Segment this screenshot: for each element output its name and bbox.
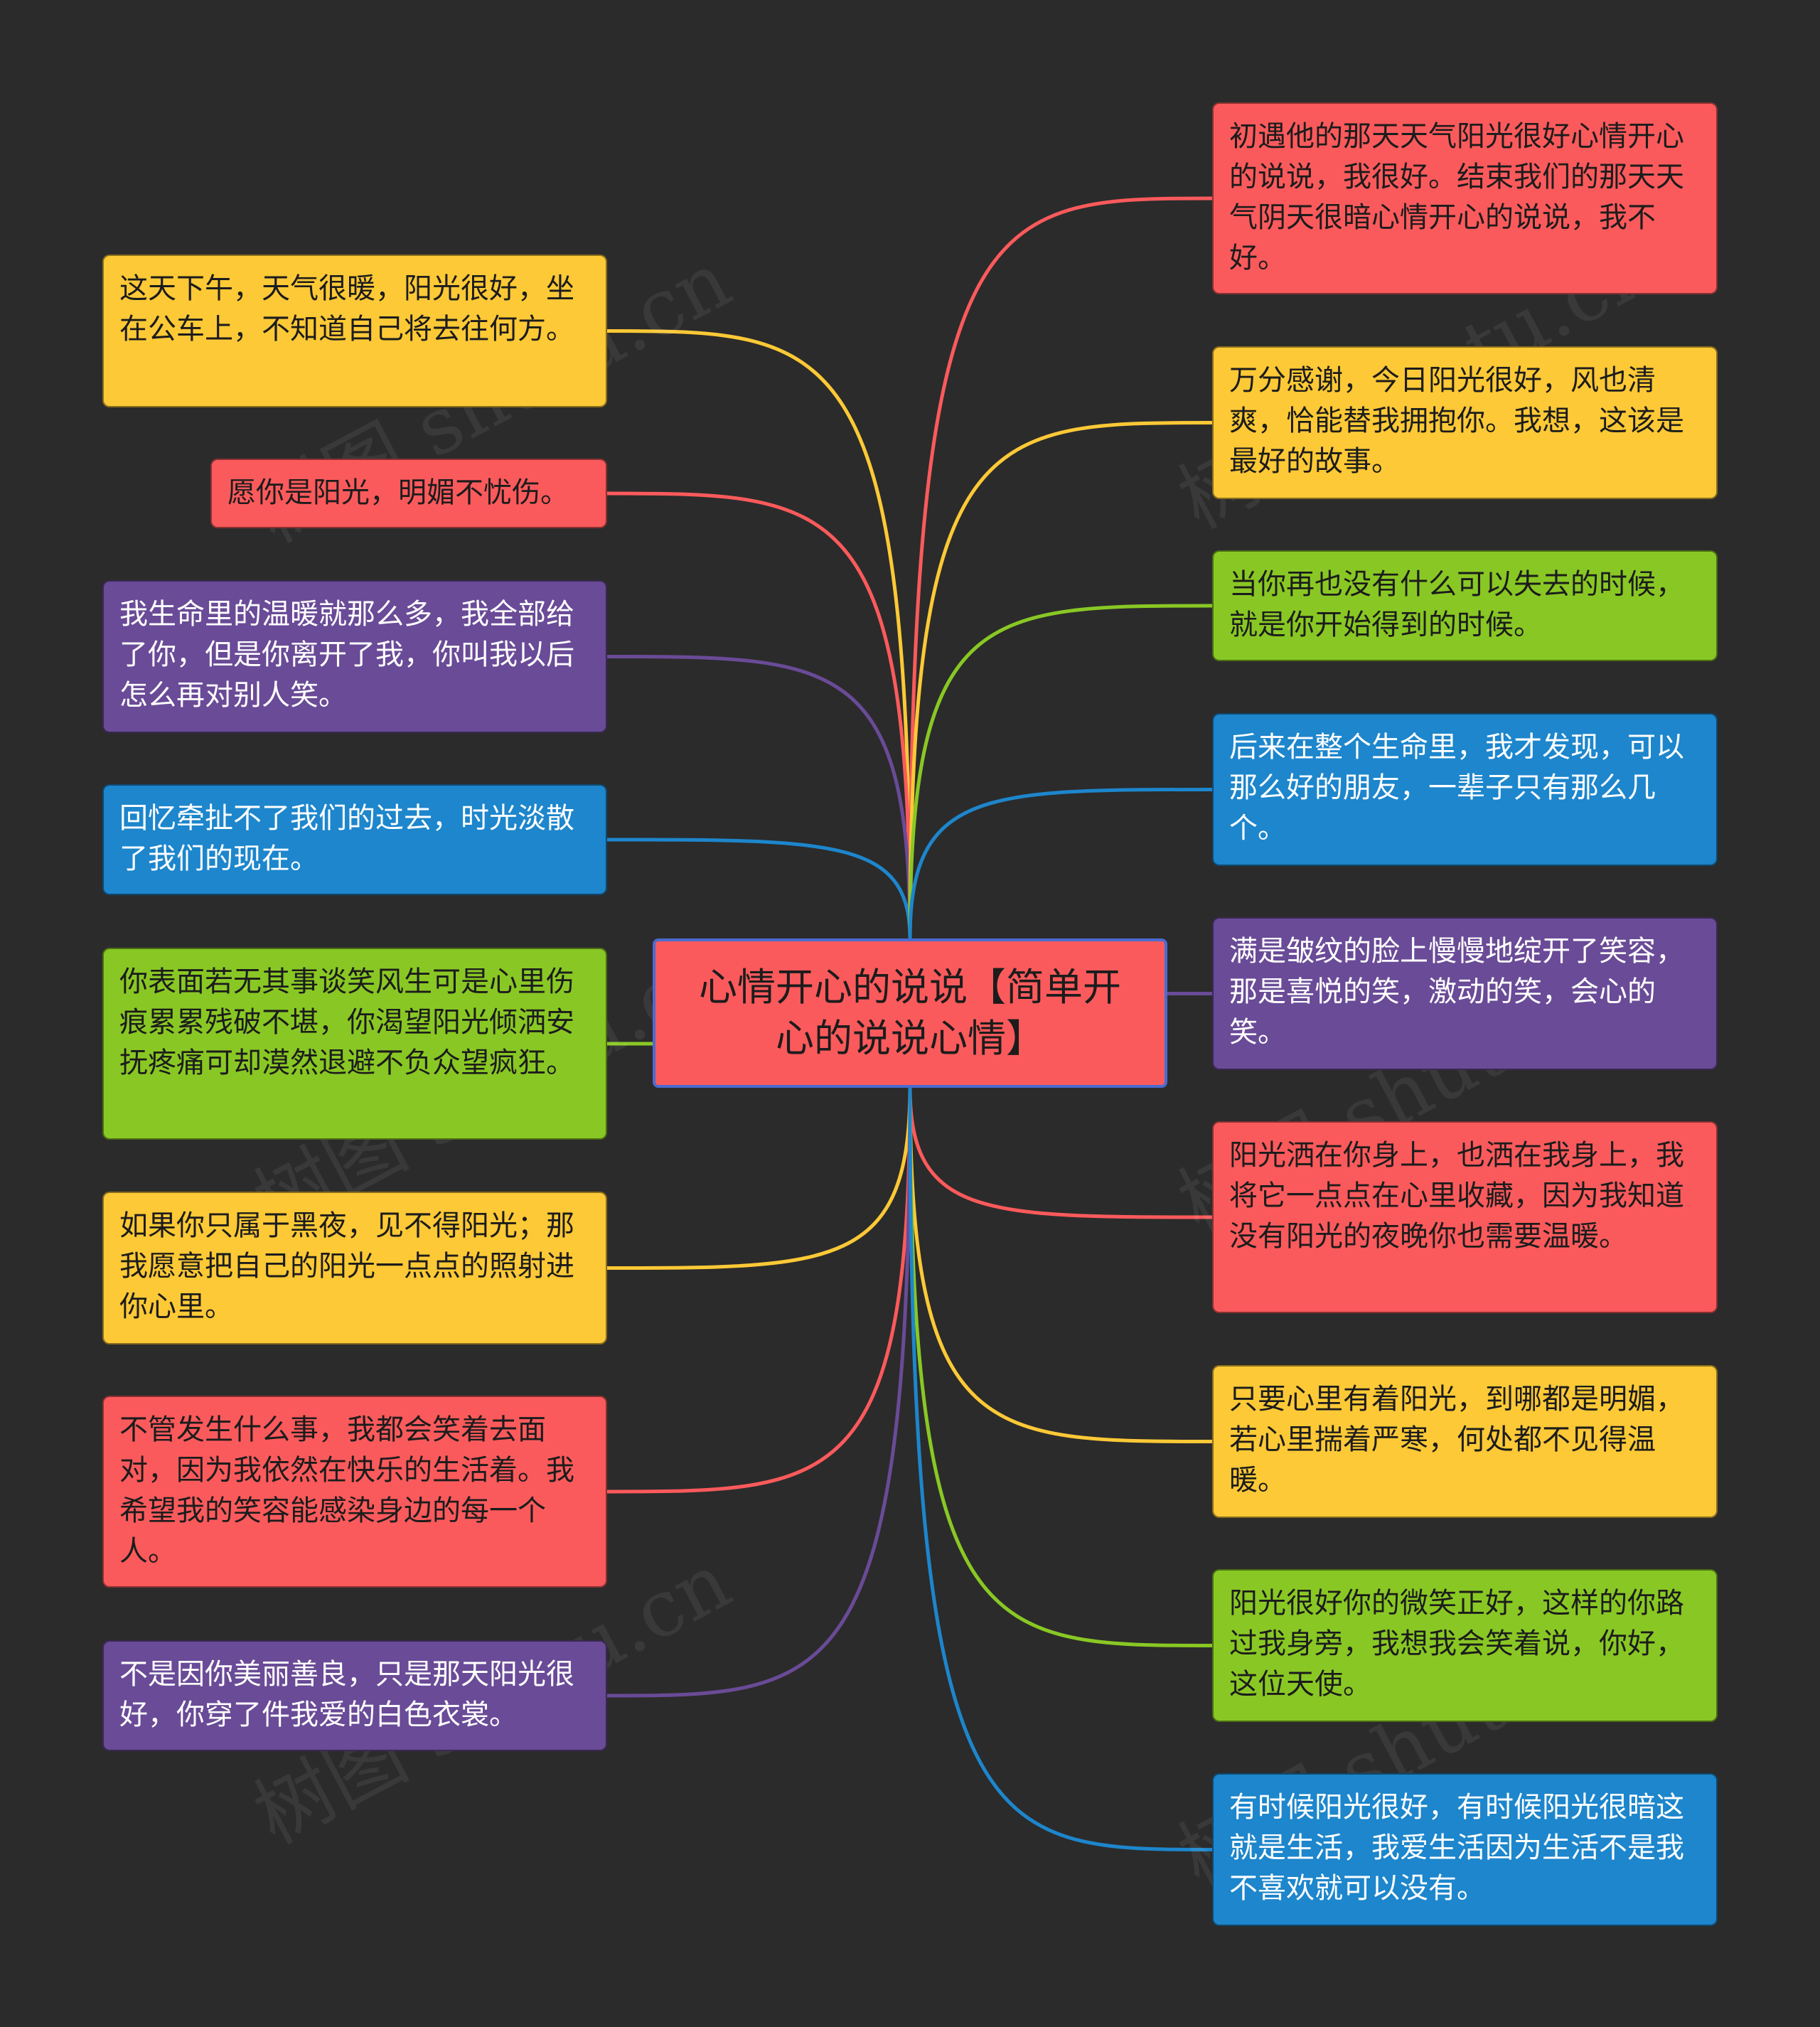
left-topic-node[interactable]: 你表面若无其事谈笑风生可是心里伤痕累累残破不堪，你渴望阳光倾洒安抚疼痛可却漠然退… [102, 948, 607, 1140]
left-topic-node[interactable]: 不管发生什么事，我都会笑着去面对，因为我依然在快乐的生活着。我希望我的笑容能感染… [102, 1396, 607, 1588]
right-topic-node[interactable]: 当你再也没有什么可以失去的时候，就是你开始得到的时候。 [1212, 550, 1718, 661]
connector-line [908, 196, 1213, 939]
connector-line [606, 1087, 912, 1494]
connector-line [908, 1087, 1213, 1443]
right-topic-node[interactable]: 阳光洒在你身上，也洒在我身上，我将它一点点在心里收藏，因为我知道没有阳光的夜晚你… [1212, 1121, 1718, 1313]
left-topic-node[interactable]: 这天下午，天气很暖，阳光很好，坐在公车上，不知道自己将去往何方。 [102, 255, 607, 407]
connector-line [908, 788, 1213, 939]
connector-line [908, 421, 1213, 939]
left-topic-node[interactable]: 愿你是阳光，明媚不忧伤。 [210, 459, 607, 528]
right-topic-node[interactable]: 初遇他的那天天气阳光很好心情开心的说说，我很好。结束我们的那天天气阴天很暗心情开… [1212, 102, 1718, 294]
left-topic-node[interactable]: 不是因你美丽善良，只是那天阳光很好，你穿了件我爱的白色衣裳。 [102, 1640, 607, 1751]
connector-line [908, 1087, 1213, 1851]
left-topic-node[interactable]: 回忆牵扯不了我们的过去，时光淡散了我们的现在。 [102, 784, 607, 895]
right-topic-node[interactable]: 只要心里有着阳光，到哪都是明媚，若心里揣着严寒，何处都不见得温暖。 [1212, 1365, 1718, 1518]
connector-line [908, 604, 1213, 939]
connector-line [606, 329, 912, 939]
right-topic-node[interactable]: 万分感谢，今日阳光很好，风也清爽，恰能替我拥抱你。我想，这该是最好的故事。 [1212, 346, 1718, 499]
connector-line [908, 1087, 1213, 1219]
right-topic-node[interactable]: 阳光很好你的微笑正好，这样的你路过我身旁，我想我会笑着说，你好，这位天使。 [1212, 1569, 1718, 1722]
connector-line [606, 655, 912, 939]
left-topic-node[interactable]: 我生命里的温暖就那么多，我全部给了你，但是你离开了我，你叫我以后怎么再对别人笑。 [102, 580, 607, 733]
right-topic-node[interactable]: 后来在整个生命里，我才发现，可以那么好的朋友，一辈子只有那么几个。 [1212, 713, 1718, 866]
connector-line [606, 491, 912, 939]
central-topic[interactable]: 心情开心的说说【简单开心的说说心情】 [653, 938, 1167, 1088]
left-topic-node[interactable]: 如果你只属于黑夜，见不得阳光；那我愿意把自己的阳光一点点的照射进你心里。 [102, 1192, 607, 1344]
connector-line [606, 1087, 912, 1270]
right-topic-node[interactable]: 满是皱纹的脸上慢慢地绽开了笑容，那是喜悦的笑，激动的笑，会心的笑。 [1212, 917, 1718, 1070]
connector-line [606, 838, 912, 939]
connector-line [606, 1087, 912, 1698]
connector-line [908, 1087, 1213, 1647]
right-topic-node[interactable]: 有时候阳光很好，有时候阳光很暗这就是生活，我爱生活因为生活不是我不喜欢就可以没有… [1212, 1773, 1718, 1926]
